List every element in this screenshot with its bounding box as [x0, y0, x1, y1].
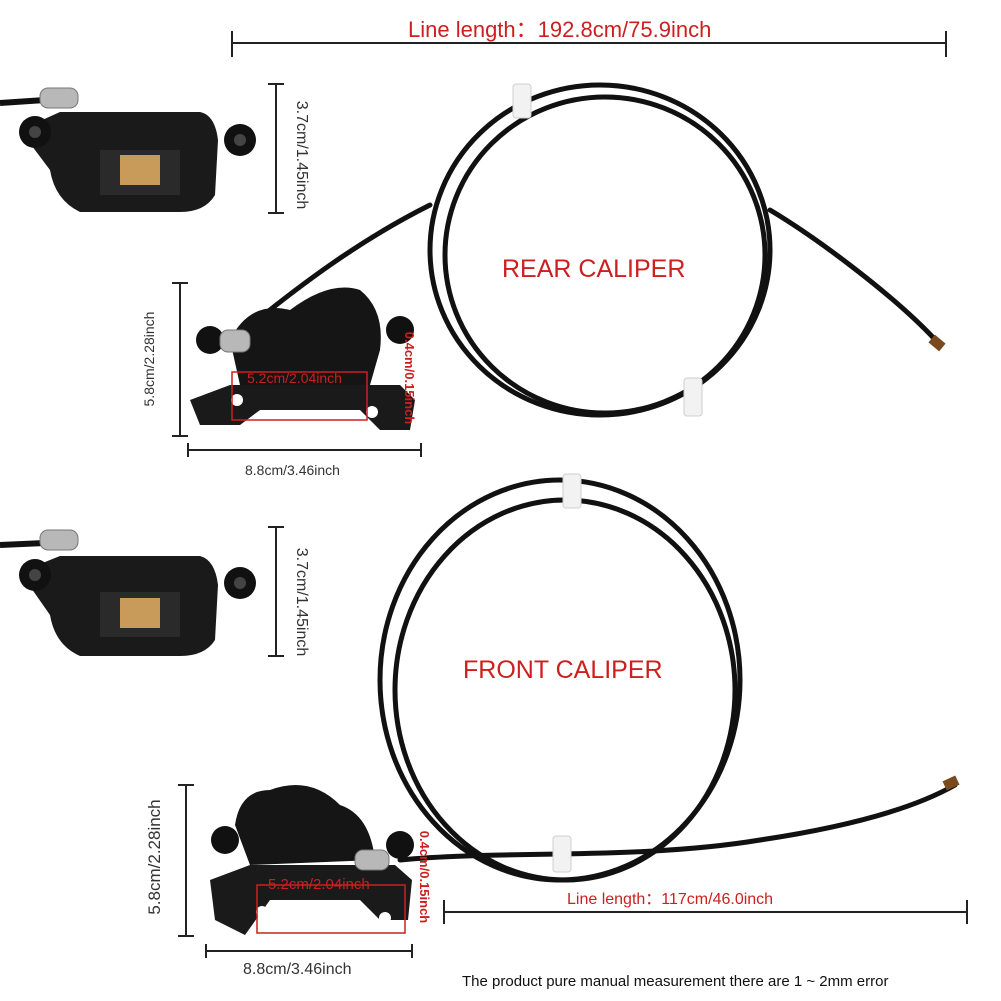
front-mount-height-dimension [178, 784, 194, 937]
rear-thickness-label: 0.4cm/0.15inch [402, 331, 417, 425]
rear-caliper-title: REAR CALIPER [502, 255, 686, 283]
footer-note: The product pure manual measurement ther… [462, 973, 889, 990]
front-cable-end [942, 775, 960, 791]
rear-pad-width-label: 5.2cm/2.04inch [247, 370, 342, 386]
front-pad-width-label: 5.2cm/2.04inch [268, 876, 370, 893]
top-line-length-dimension [231, 31, 947, 57]
front-top-height-label: 3.7cm/1.45inch [293, 547, 310, 657]
front-pad-width-dimension [256, 884, 406, 934]
rear-mount-height-dimension [172, 282, 188, 437]
rear-top-height-label: 3.7cm/1.45inch [293, 100, 310, 210]
front-top-height-dimension [268, 526, 284, 657]
front-mount-width-dimension [205, 944, 413, 958]
front-line-length-dimension [443, 900, 968, 924]
top-line-length-label: Line length：192.8cm/75.9inch [408, 17, 712, 42]
front-caliper-mount-view [210, 785, 414, 935]
front-mount-width-label: 8.8cm/3.46inch [243, 961, 352, 978]
rear-mount-height-label: 5.8cm/2.28inch [141, 311, 157, 407]
rear-cable-ties [512, 83, 703, 417]
front-thickness-label: 0.4cm/0.15inch [417, 830, 432, 924]
rear-brake-cable [242, 82, 943, 418]
front-line-length-label: Line length：117cm/46.0inch [567, 891, 774, 908]
front-caliper-title: FRONT CALIPER [463, 656, 663, 684]
rear-mount-width-label: 8.8cm/3.46inch [245, 462, 340, 478]
rear-caliper-mount-view [190, 287, 415, 430]
front-mount-height-label: 5.8cm/2.28inch [145, 799, 164, 915]
rear-pad-width-dimension [231, 371, 368, 421]
rear-top-height-dimension [268, 83, 284, 214]
front-cable-ties [552, 473, 582, 873]
rear-mount-width-dimension [187, 443, 422, 457]
rear-caliper-top-view [0, 87, 256, 212]
front-caliper-top-view [0, 529, 256, 656]
rear-cable-end [928, 334, 946, 352]
